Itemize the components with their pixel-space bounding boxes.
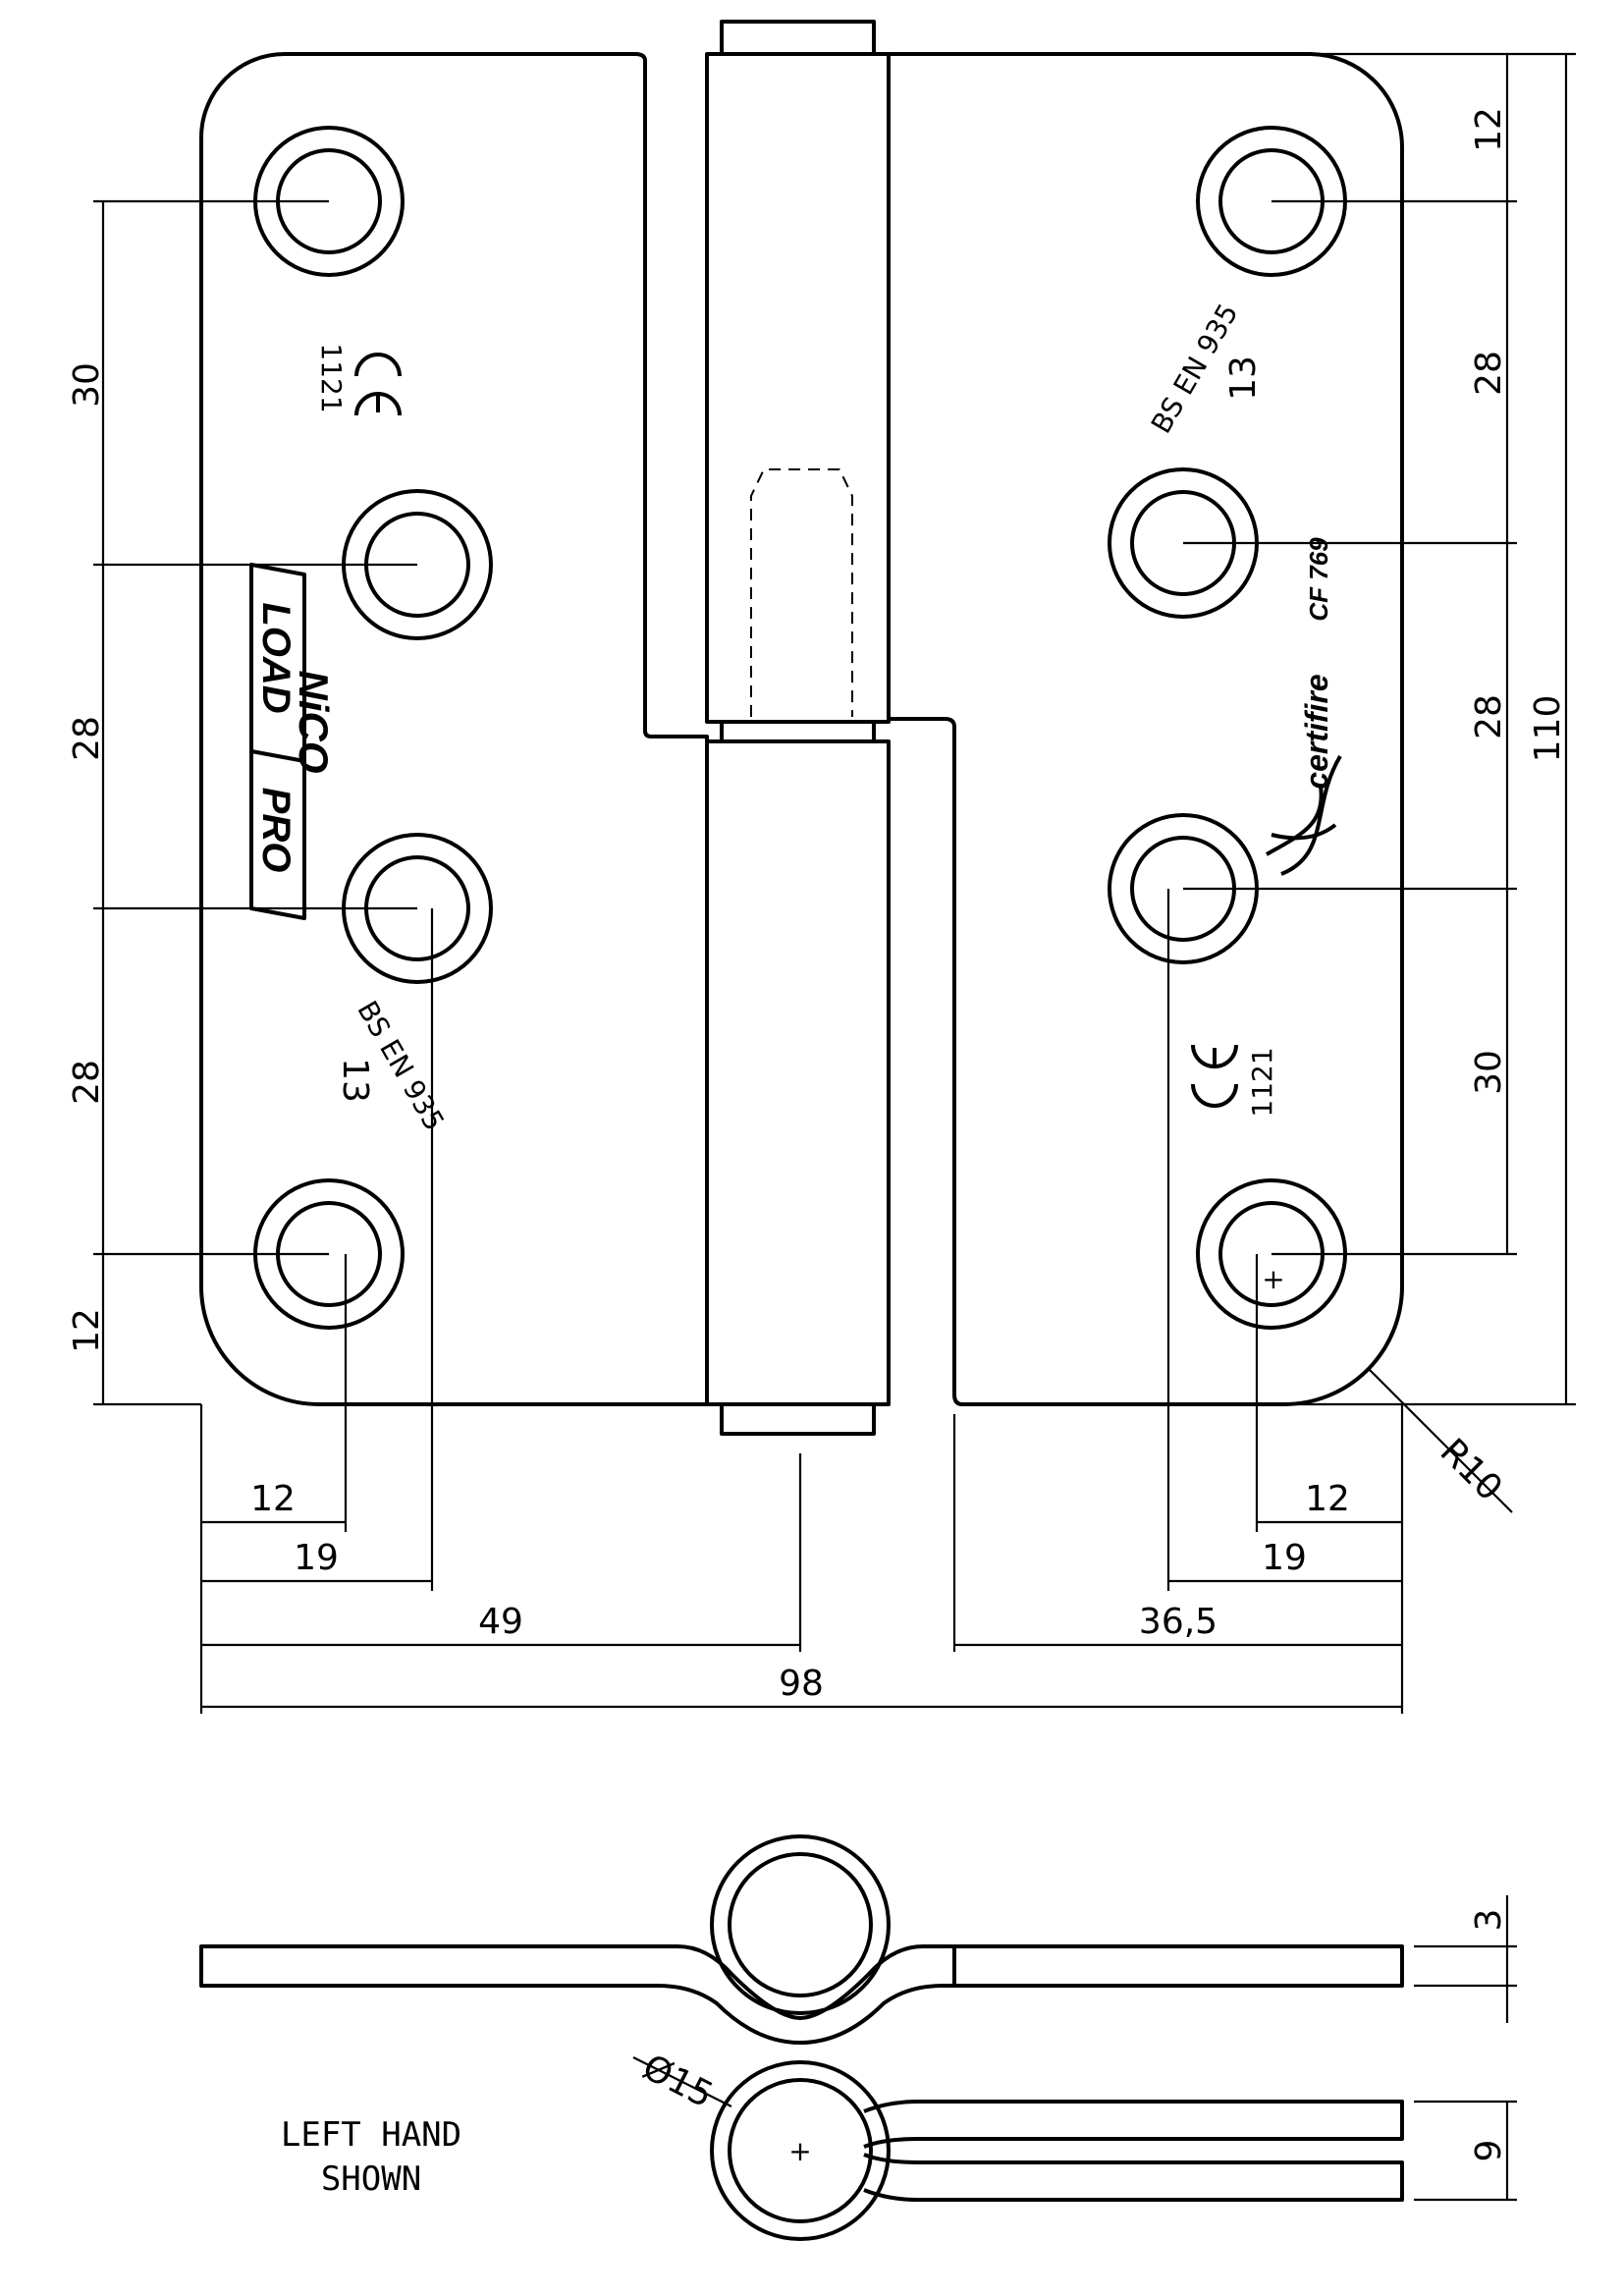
dim-thickness: 3 bbox=[1469, 1909, 1509, 1932]
dim-bottom-98: 98 bbox=[779, 1664, 824, 1704]
knuckle-joint bbox=[720, 720, 876, 743]
left-leaf-outline bbox=[199, 52, 709, 1406]
lower-knuckle bbox=[705, 739, 891, 1406]
pin-bottom bbox=[720, 1402, 876, 1436]
dim-bottom-19-left: 19 bbox=[294, 1538, 339, 1578]
dim-knuckle-dia: Ø15 bbox=[636, 2048, 720, 2116]
note-left-hand: LEFT HAND bbox=[281, 2115, 461, 2155]
dim-bottom-12-right: 12 bbox=[1305, 1479, 1350, 1519]
certifire-logo-icon bbox=[1266, 754, 1342, 876]
dim-closed-gap: 9 bbox=[1469, 2140, 1509, 2162]
side-center-mark: + bbox=[788, 2135, 811, 2167]
ce-mark-right-icon bbox=[1191, 1044, 1238, 1108]
brand-nico: NiCO bbox=[291, 671, 337, 774]
dim-overall-110: 110 bbox=[1528, 695, 1568, 763]
ce-number-left: 1121 bbox=[315, 343, 348, 412]
side-view-open: 3 bbox=[199, 1834, 1517, 2045]
dim-bottom-12-left: 12 bbox=[250, 1479, 296, 1519]
horizontal-dimension-lines bbox=[201, 1369, 1513, 1709]
center-lines bbox=[93, 52, 1576, 1714]
dim-right-28b: 28 bbox=[1469, 694, 1509, 739]
hidden-pin bbox=[750, 468, 853, 717]
right-markings: BS EN 935 13 CF 769 certifire 1121 bbox=[1145, 299, 1342, 1118]
upper-knuckle bbox=[705, 52, 891, 724]
screw-holes bbox=[253, 126, 1347, 1330]
dim-left-28b: 28 bbox=[67, 1060, 107, 1105]
center-mark: + bbox=[1262, 1263, 1284, 1295]
certifire-text: certifire bbox=[1299, 674, 1334, 789]
side-view-closed: + 9 Ø15 bbox=[632, 2048, 1517, 2241]
left-markings: 1121 NiCO LOAD PRO BS EN 935 13 bbox=[249, 343, 451, 1136]
svg-text:LOAD: LOAD bbox=[254, 602, 298, 713]
dim-right-12: 12 bbox=[1469, 107, 1509, 152]
cf-code: CF 769 bbox=[1304, 537, 1333, 622]
dim-left-12: 12 bbox=[67, 1308, 107, 1353]
dim-left-28a: 28 bbox=[67, 716, 107, 761]
dim-right-30: 30 bbox=[1469, 1050, 1509, 1095]
vertical-dimension-lines bbox=[101, 54, 1568, 1404]
dim-bottom-49: 49 bbox=[478, 1602, 523, 1642]
ce-mark-left-icon bbox=[354, 353, 402, 416]
front-view: + bbox=[67, 20, 1576, 1714]
grade-right: 13 bbox=[1223, 355, 1264, 401]
dim-bottom-19-right: 19 bbox=[1262, 1538, 1307, 1578]
dimension-texts: 30 28 28 12 12 28 28 30 110 12 19 49 98 … bbox=[67, 107, 1568, 1704]
dim-right-28a: 28 bbox=[1469, 351, 1509, 396]
dim-bottom-36-5: 36,5 bbox=[1139, 1602, 1217, 1642]
brand-load-pro-logo: LOAD PRO bbox=[249, 563, 306, 920]
note-shown: SHOWN bbox=[321, 2159, 421, 2199]
notes: LEFT HAND SHOWN bbox=[281, 2115, 461, 2199]
dim-left-30: 30 bbox=[67, 362, 107, 408]
pin-top bbox=[720, 20, 876, 56]
ce-number-right: 1121 bbox=[1246, 1047, 1278, 1117]
svg-text:PRO: PRO bbox=[254, 788, 298, 873]
right-leaf-outline bbox=[887, 52, 1404, 1406]
grade-left: 13 bbox=[335, 1058, 375, 1103]
